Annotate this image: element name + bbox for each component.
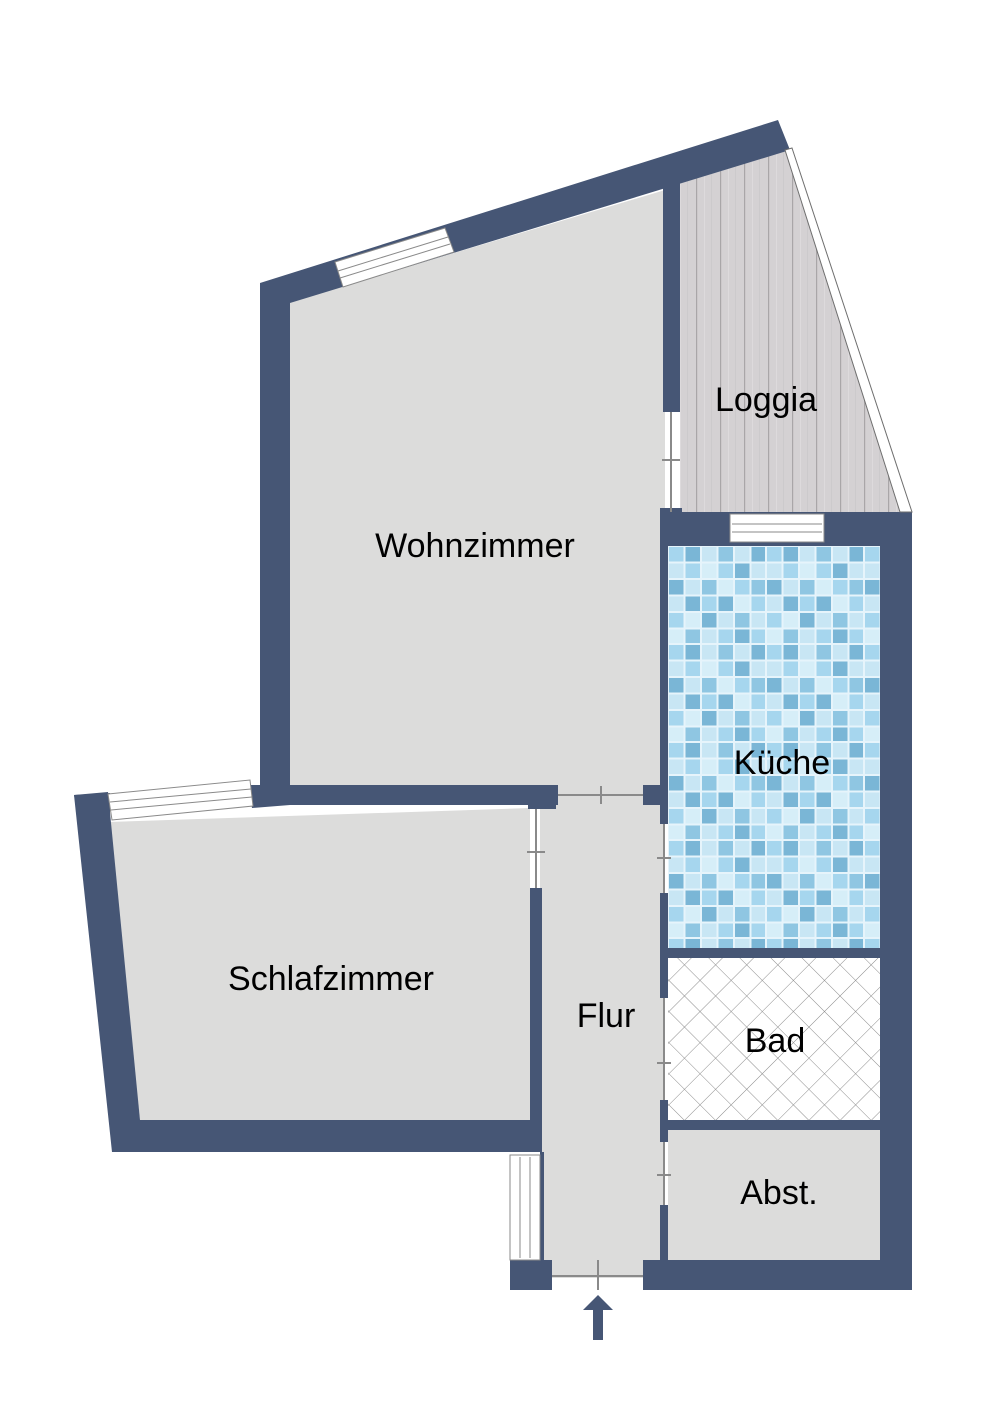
flur-floor: [540, 785, 665, 1278]
loggia-floor: [680, 150, 900, 512]
schlafzimmer-floor: [108, 808, 530, 1120]
doors: [527, 412, 680, 1290]
room-label-flur: Flur: [577, 997, 636, 1035]
room-label-schlafzimmer: Schlafzimmer: [228, 960, 434, 998]
window-wohnzimmer: [334, 227, 455, 288]
loggia-railing: [784, 147, 913, 513]
window-schlafzimmer: [107, 779, 254, 821]
window-flur: [509, 1154, 541, 1261]
bad-floor: [668, 958, 880, 1120]
window-kueche: [729, 513, 825, 543]
room-label-kueche: Küche: [734, 744, 830, 782]
room-label-bad: Bad: [745, 1022, 806, 1060]
room-label-loggia: Loggia: [715, 381, 817, 419]
kueche-floor: [668, 546, 880, 948]
wohnzimmer-floor: [290, 190, 665, 785]
room-label-abstellraum: Abst.: [740, 1174, 817, 1212]
arrow-up-icon: [583, 1295, 613, 1340]
room-label-wohnzimmer: Wohnzimmer: [375, 527, 575, 565]
abstellraum-floor: [668, 1130, 880, 1260]
